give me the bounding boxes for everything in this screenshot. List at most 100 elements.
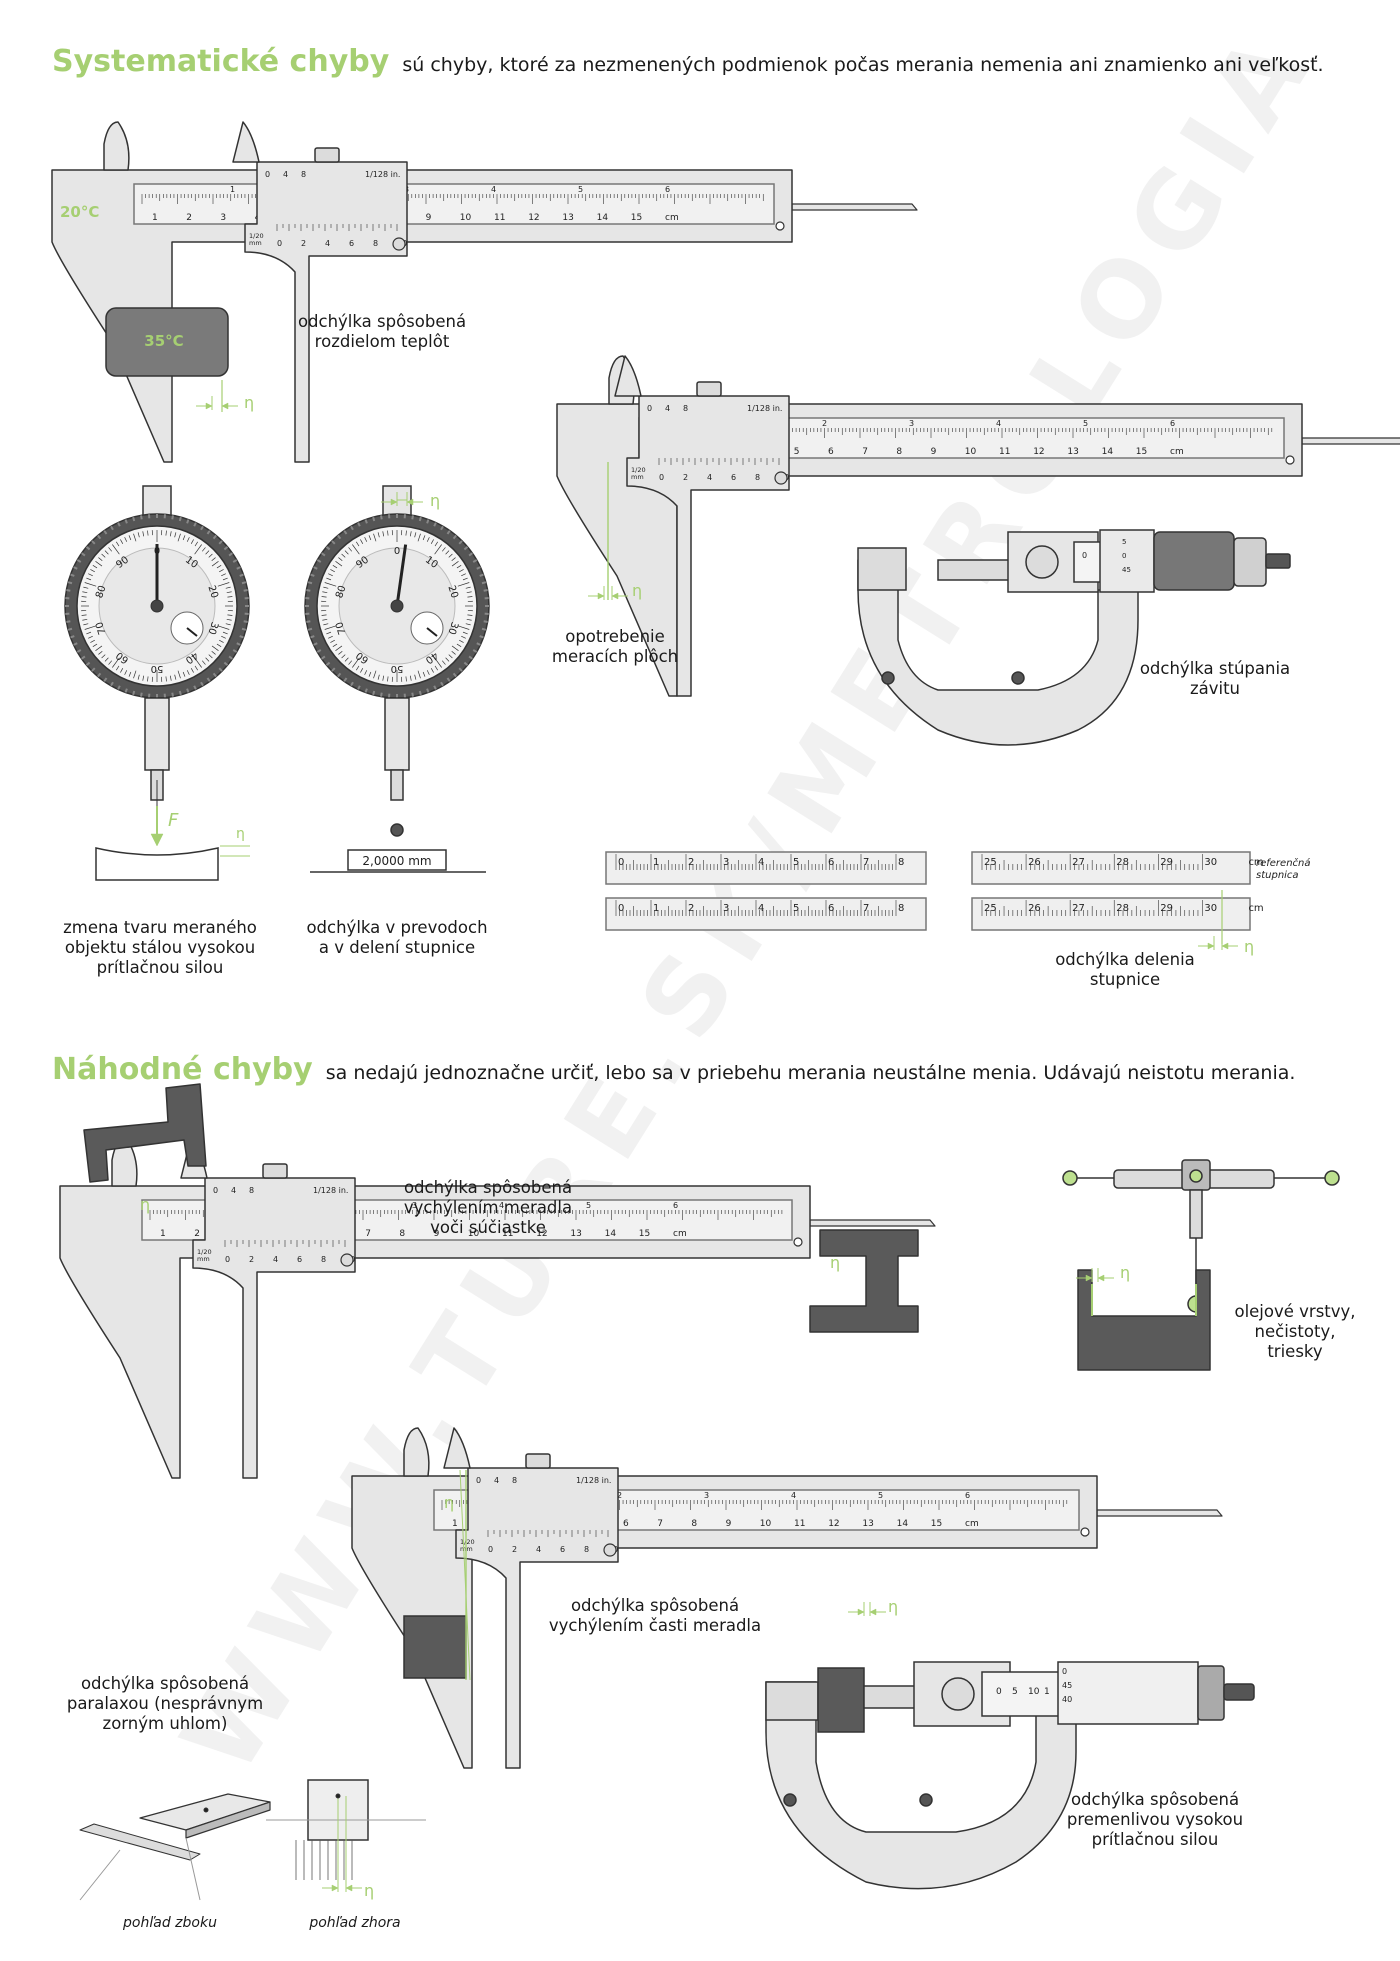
- dial-tick: [348, 547, 353, 552]
- knurl: [212, 672, 217, 678]
- dial-tick: [462, 631, 468, 635]
- dial-tick: [88, 573, 93, 577]
- cm-label: 15: [931, 1519, 942, 1529]
- dial-tick: [128, 535, 132, 541]
- cm-label: 7: [657, 1519, 663, 1529]
- dial-tick: [169, 531, 172, 537]
- dial-label: 70: [334, 620, 348, 636]
- cm-label: 12: [536, 1229, 547, 1239]
- dial-tick: [409, 675, 412, 681]
- scale-label: 3: [723, 857, 729, 868]
- dial-tick: [417, 670, 421, 679]
- knurl: [380, 692, 383, 697]
- cm-label: 11: [999, 447, 1010, 457]
- tilt-line: [459, 1469, 471, 1681]
- dial-tick: [321, 596, 327, 598]
- scale-label: 30: [1204, 857, 1217, 868]
- vernier-unit: 1/20: [249, 232, 264, 240]
- arrowhead: [1207, 942, 1215, 950]
- arrowhead: [390, 498, 398, 506]
- inch-label: 6: [673, 1201, 678, 1210]
- dial-tick: [128, 671, 132, 677]
- caliper-temperature: 123456789101112131415cm1234560481/128 in…: [51, 121, 918, 463]
- knurl: [67, 627, 73, 631]
- scale-label: 29: [1160, 903, 1173, 914]
- scale-label: 29: [1160, 857, 1173, 868]
- knurl: [81, 552, 86, 557]
- vernier-inch-label: 0: [476, 1476, 481, 1485]
- vernier-label: 4: [707, 473, 712, 482]
- probe-tip: [390, 823, 404, 837]
- inch-label: 2: [822, 419, 827, 428]
- dial-tick: [409, 531, 412, 537]
- ratchet-knurl: [1197, 1665, 1225, 1721]
- cm-label: 9: [426, 213, 432, 223]
- knurl: [132, 690, 136, 696]
- vernier-inch-label: 1/128 in.: [747, 404, 782, 413]
- scale-label: 6: [828, 857, 834, 868]
- thimble-label: 40: [1062, 1695, 1072, 1704]
- knurl: [307, 581, 313, 585]
- dial-tick: [355, 665, 360, 671]
- knurl: [73, 642, 78, 646]
- vernier-unit: mm: [249, 239, 262, 247]
- dial-tick: [451, 561, 459, 567]
- knurl: [452, 534, 457, 540]
- dial-tick: [360, 668, 364, 673]
- caption-parallax: odchýlka spôsobená paralaxou (nesprávnym…: [66, 1674, 264, 1733]
- dial-tick: [86, 631, 92, 635]
- micrometer-frame: [765, 1681, 1077, 1890]
- force-arrowhead: [150, 833, 164, 847]
- knurl: [337, 672, 342, 678]
- knurl: [357, 685, 361, 690]
- knurl: [321, 552, 326, 557]
- dial-tick: [434, 541, 439, 547]
- temp-scale-label: 20°C: [60, 203, 99, 221]
- dial-tick: [225, 623, 231, 626]
- scale-bar: [605, 897, 927, 931]
- lock-screw: [392, 237, 406, 251]
- inch-label: 1: [230, 185, 235, 194]
- cm-label: 9: [931, 447, 937, 457]
- ref-scale-label: referenčná: [1256, 857, 1311, 869]
- knurl: [313, 566, 318, 570]
- cm-label: 8: [399, 1229, 405, 1239]
- knurl: [380, 515, 383, 520]
- scale-label: 4: [758, 903, 764, 914]
- dial-tick: [414, 674, 417, 680]
- depth-rod: [791, 203, 918, 211]
- knurl: [218, 667, 223, 672]
- scale-bar: [605, 851, 927, 885]
- knurl: [241, 627, 247, 631]
- knurl: [241, 581, 247, 585]
- thumb-screw: [525, 1453, 551, 1469]
- knurl: [70, 573, 75, 577]
- knurl: [232, 649, 238, 653]
- screw: [919, 1793, 933, 1807]
- knurl: [97, 672, 102, 678]
- dial-tick: [108, 547, 113, 552]
- dial-tick: [120, 668, 124, 673]
- sleeve-label: 0: [1082, 551, 1087, 560]
- inch-label: 4: [499, 1201, 504, 1210]
- vernier-label: 0: [659, 473, 664, 482]
- dial-tick: [83, 623, 89, 626]
- caliper-slider: [244, 161, 408, 463]
- cm-label: 13: [570, 1229, 581, 1239]
- dial-tick: [467, 614, 473, 616]
- knurl: [372, 516, 376, 522]
- knurl: [481, 627, 487, 631]
- inch-label: 3: [412, 1201, 417, 1210]
- dial-tick: [422, 535, 426, 541]
- knurl: [357, 522, 361, 527]
- dial-tick: [341, 654, 346, 659]
- dial-tick: [434, 665, 439, 671]
- knurl: [186, 519, 190, 524]
- dial-tick: [142, 675, 145, 681]
- caption-thread: odchýlka stúpania závitu: [1139, 659, 1291, 698]
- scale-label: 7: [863, 903, 869, 914]
- thimble-label: 45: [1062, 1681, 1072, 1690]
- knurl: [472, 649, 478, 653]
- dial-tick: [382, 675, 385, 681]
